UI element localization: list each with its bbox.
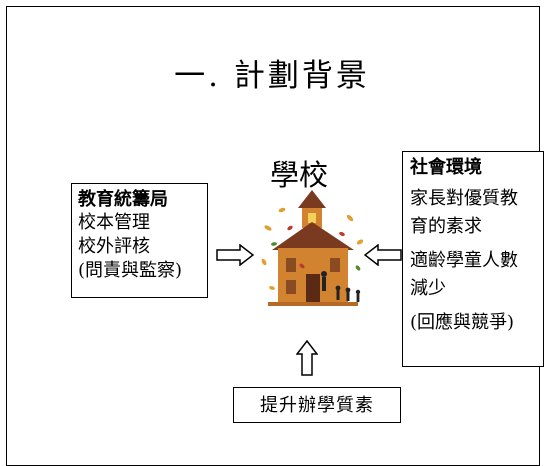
- right-line-1: 家長對優質教: [410, 188, 518, 209]
- right-line-4: 減少: [410, 278, 446, 299]
- left-line-1: 校本管理: [78, 212, 150, 233]
- social-environment-box: 社會環境 家長對優質教 育的素求 適齡學童人數 減少 (回應與競爭): [402, 151, 544, 367]
- right-line-2: 育的素求: [410, 216, 482, 237]
- school-label: 學校: [270, 158, 329, 192]
- up-arrow-icon: [296, 340, 318, 376]
- improve-quality-label: 提升辦學質素: [260, 395, 374, 416]
- schoolhouse-illustration: [261, 190, 364, 306]
- improve-quality-box: 提升辦學質素: [233, 387, 401, 423]
- left-line-2: 校外評核: [78, 236, 150, 257]
- social-environment-heading: 社會環境: [410, 157, 482, 178]
- right-arrow-icon: [216, 244, 254, 266]
- right-line-5: (回應與競爭): [410, 312, 515, 333]
- right-line-3: 適齡學童人數: [410, 250, 518, 271]
- slide-title: 一. 計劃背景: [174, 58, 370, 94]
- education-bureau-heading: 教育統籌局: [78, 189, 168, 210]
- left-line-3: (問責與監察): [78, 260, 183, 281]
- left-arrow-icon: [364, 244, 402, 266]
- education-bureau-box: 教育統籌局 校本管理 校外評核 (問責與監察): [71, 183, 208, 298]
